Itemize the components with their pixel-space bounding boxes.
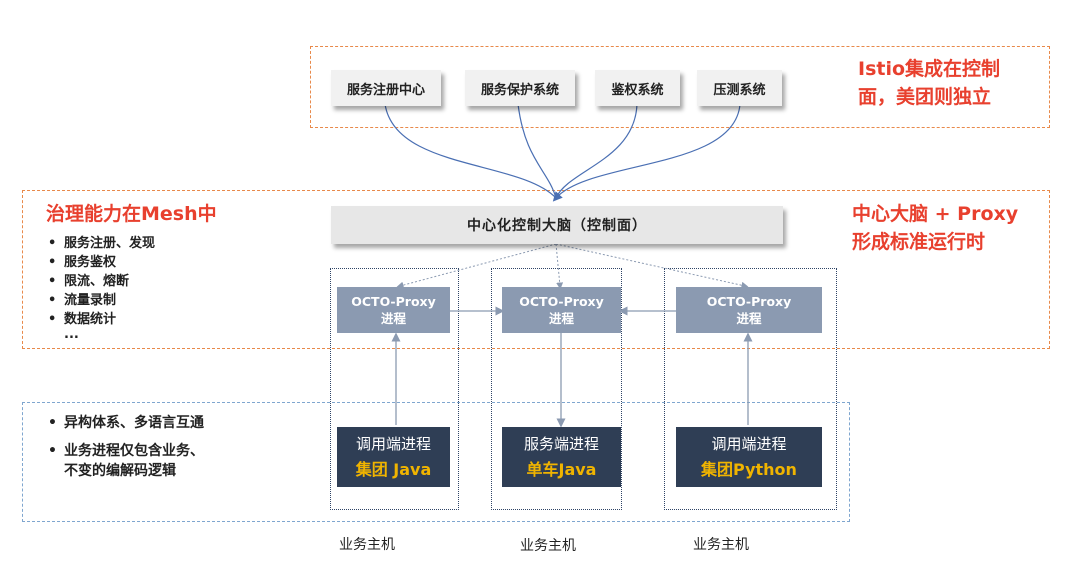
business-point-text: 异构体系、多语言互通 bbox=[64, 415, 204, 431]
caller-process-java: 调用端进程 集团 Java bbox=[337, 427, 450, 487]
host-box-1 bbox=[330, 268, 459, 510]
business-point-text: 业务进程仅包含业务、 bbox=[64, 443, 204, 459]
mesh-feature-list: 服务注册、发现 服务鉴权 限流、熔断 流量录制 数据统计 bbox=[44, 234, 294, 329]
process-language: 集团 Java bbox=[355, 460, 432, 479]
proxy-type: 进程 bbox=[736, 311, 762, 326]
brain-note: 中心大脑 + Proxy 形成标准运行时 bbox=[852, 200, 1047, 256]
mesh-feature-item: 限流、熔断 bbox=[44, 272, 294, 291]
process-role: 服务端进程 bbox=[523, 435, 599, 453]
host-label-3: 业务主机 bbox=[693, 537, 749, 553]
process-role: 调用端进程 bbox=[711, 435, 787, 453]
istio-note-line-2: 面，美团则独立 bbox=[858, 86, 992, 108]
proxy-type: 进程 bbox=[380, 311, 406, 326]
host-label-1: 业务主机 bbox=[339, 537, 395, 553]
caller-process-python: 调用端进程 集团Python bbox=[676, 427, 822, 487]
proxy-name: OCTO-Proxy bbox=[351, 294, 436, 309]
host-box-3 bbox=[664, 268, 837, 510]
stress-test-box: 压测系统 bbox=[697, 70, 782, 106]
mesh-feature-item: 数据统计 bbox=[44, 310, 294, 329]
mesh-feature-item: 服务鉴权 bbox=[44, 253, 294, 272]
service-protection-label: 服务保护系统 bbox=[480, 82, 559, 98]
mesh-region bbox=[22, 190, 1050, 349]
business-point-text: 不变的编解码逻辑 bbox=[64, 463, 176, 479]
control-plane-box: 中心化控制大脑（控制面） bbox=[331, 206, 783, 244]
mesh-feature-item: 服务注册、发现 bbox=[44, 234, 294, 253]
service-registry-label: 服务注册中心 bbox=[346, 82, 425, 98]
proxy-type: 进程 bbox=[548, 311, 574, 326]
process-language: 单车Java bbox=[526, 460, 597, 479]
istio-note: Istio集成在控制 面，美团则独立 bbox=[858, 55, 1043, 111]
management-systems-region bbox=[310, 46, 1050, 128]
process-role: 调用端进程 bbox=[355, 435, 431, 453]
business-point-list: 异构体系、多语言互通 业务进程仅包含业务、 不变的编解码逻辑 bbox=[44, 413, 314, 481]
proxy-name: OCTO-Proxy bbox=[706, 294, 792, 309]
brain-note-line-2: 形成标准运行时 bbox=[852, 231, 986, 253]
service-protection-box: 服务保护系统 bbox=[465, 70, 575, 106]
host-label-2: 业务主机 bbox=[520, 538, 576, 554]
octo-proxy-1: OCTO-Proxy 进程 bbox=[337, 287, 450, 333]
istio-note-line-1: Istio集成在控制 bbox=[858, 58, 1001, 80]
business-point-item: 异构体系、多语言互通 bbox=[44, 413, 314, 433]
octo-proxy-2: OCTO-Proxy 进程 bbox=[502, 287, 621, 333]
stress-test-label: 压测系统 bbox=[713, 82, 766, 98]
server-process-java: 服务端进程 单车Java bbox=[502, 427, 621, 487]
octo-proxy-3: OCTO-Proxy 进程 bbox=[676, 287, 822, 333]
auth-system-box: 鉴权系统 bbox=[595, 70, 680, 106]
control-plane-label: 中心化控制大脑（控制面） bbox=[467, 218, 647, 234]
auth-system-label: 鉴权系统 bbox=[611, 82, 664, 98]
host-box-2 bbox=[491, 268, 622, 510]
service-registry-box: 服务注册中心 bbox=[331, 70, 441, 106]
brain-note-line-1: 中心大脑 + Proxy bbox=[852, 203, 1019, 225]
proxy-name: OCTO-Proxy bbox=[519, 294, 604, 309]
process-language: 集团Python bbox=[701, 460, 797, 479]
mesh-feature-item: 流量录制 bbox=[44, 291, 294, 310]
business-point-item: 业务进程仅包含业务、 不变的编解码逻辑 bbox=[44, 441, 314, 481]
mesh-title: 治理能力在Mesh中 bbox=[46, 203, 217, 225]
mesh-feature-ellipsis: ... bbox=[64, 327, 79, 342]
business-region bbox=[22, 402, 850, 522]
